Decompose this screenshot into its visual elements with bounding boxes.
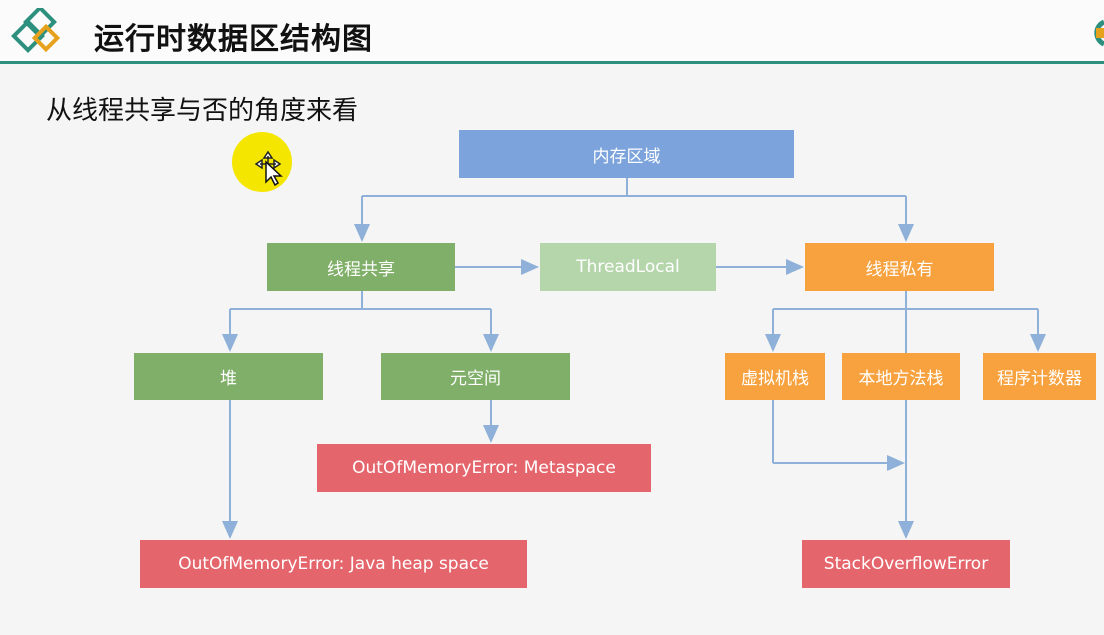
- node-metaspace: 元空间: [381, 353, 570, 400]
- node-pc-register: 程序计数器: [983, 353, 1096, 400]
- corner-logo-icon: [1094, 19, 1104, 47]
- cursor-move-icon: [254, 150, 283, 186]
- node-heap: 堆: [134, 353, 323, 400]
- node-native-method-stack: 本地方法栈: [842, 353, 960, 400]
- subtitle: 从线程共享与否的角度来看: [46, 96, 359, 126]
- node-thread-private: 线程私有: [805, 243, 994, 291]
- logo-diamond-icon: [11, 8, 61, 53]
- slide-header: 运行时数据区结构图: [0, 0, 1104, 64]
- node-oom-metaspace: OutOfMemoryError: Metaspace: [317, 444, 651, 492]
- node-vm-stack: 虚拟机栈: [725, 353, 825, 400]
- node-threadlocal: ThreadLocal: [540, 243, 716, 291]
- node-memory-area: 内存区域: [459, 130, 794, 178]
- node-stack-overflow: StackOverflowError: [802, 540, 1010, 588]
- page-title: 运行时数据区结构图: [94, 22, 373, 57]
- node-oom-heap: OutOfMemoryError: Java heap space: [140, 540, 527, 588]
- node-thread-shared: 线程共享: [267, 243, 455, 291]
